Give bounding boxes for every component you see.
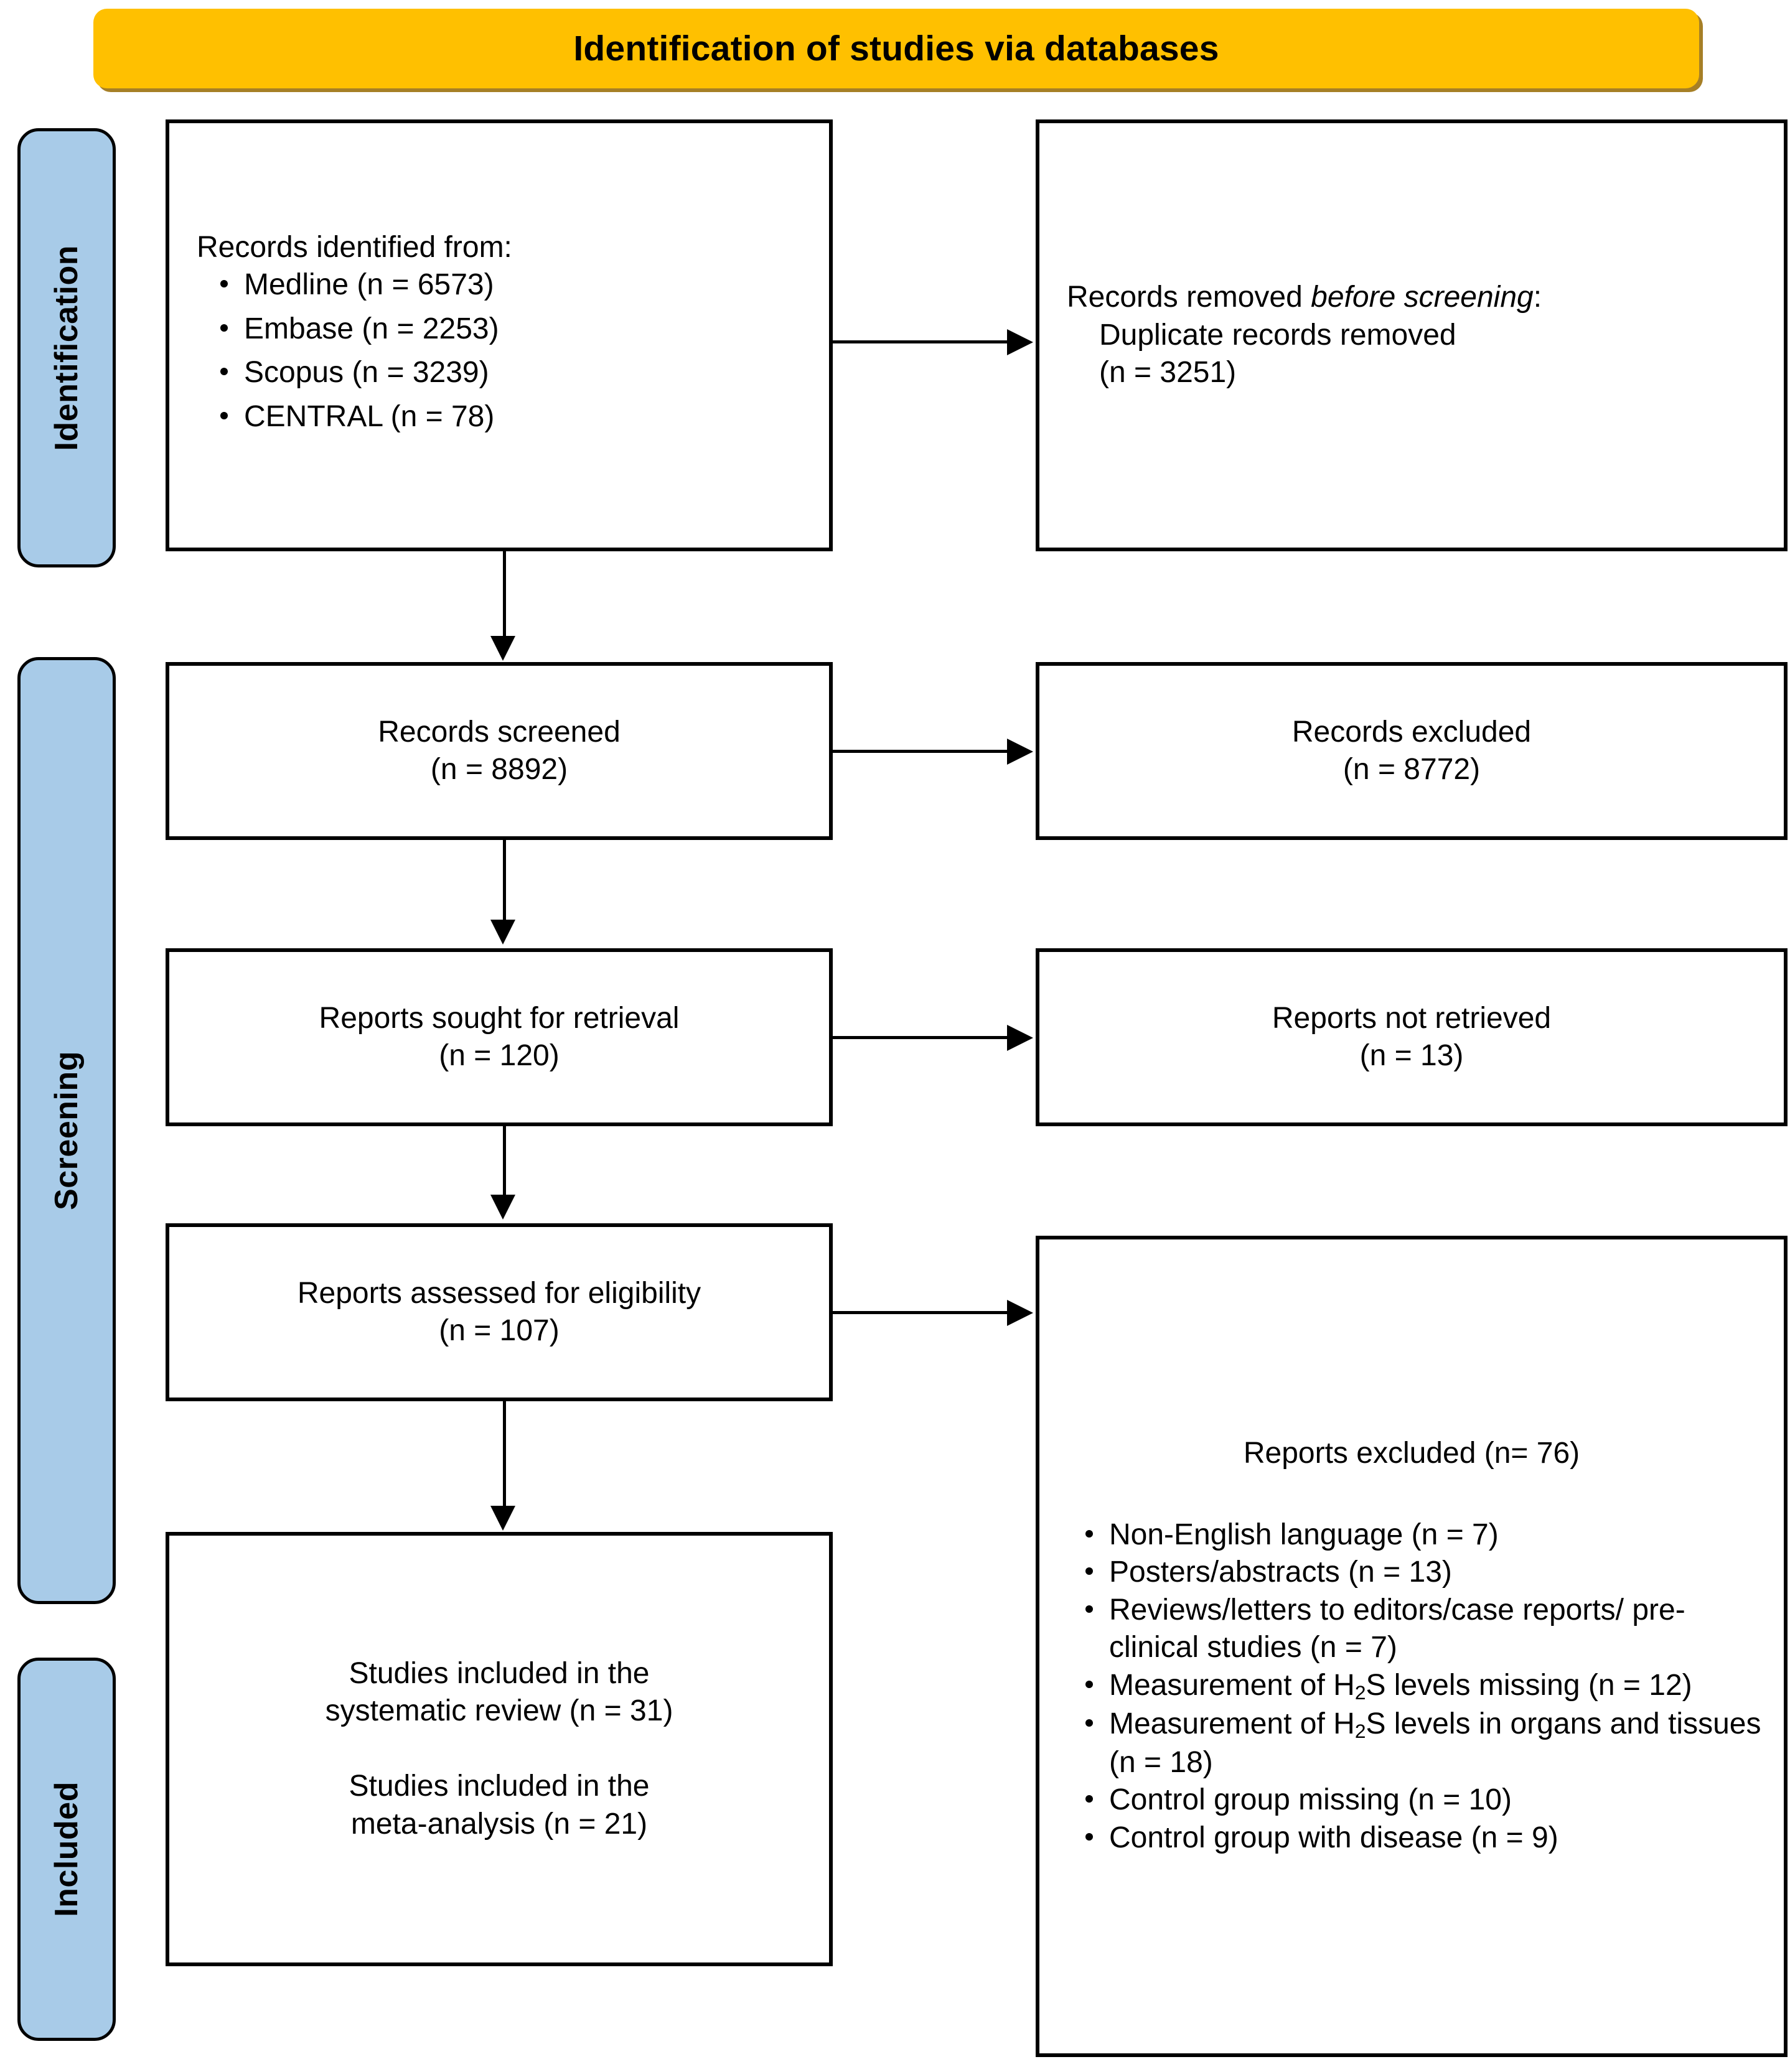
phase-tab-identification: Identification bbox=[17, 128, 116, 567]
phase-tab-identification-label: Identification bbox=[49, 245, 85, 451]
reports-assessed-count: (n = 107) bbox=[439, 1314, 560, 1347]
list-item: Scopus (n = 3239) bbox=[220, 354, 802, 391]
box-studies-included: Studies included in the systematic revie… bbox=[166, 1532, 833, 1966]
records-removed-lead: Records removed bbox=[1067, 281, 1311, 314]
connector-identified-to-removed bbox=[833, 340, 1008, 343]
reports-sought-count: (n = 120) bbox=[439, 1039, 560, 1072]
duplicate-records-removed-label: Duplicate records removed bbox=[1099, 318, 1456, 352]
box-reports-excluded: Reports excluded (n= 76) Non-English lan… bbox=[1036, 1236, 1788, 2057]
reports-excluded-reason-list: Non-English language (n = 7) Posters/abs… bbox=[1062, 1516, 1761, 1857]
spacer bbox=[197, 1730, 802, 1768]
phase-tab-screening-label: Screening bbox=[49, 1051, 85, 1210]
reports-not-retrieved-count: (n = 13) bbox=[1359, 1039, 1464, 1072]
list-item: Control group with disease (n = 9) bbox=[1085, 1819, 1761, 1857]
phase-tab-included: Included bbox=[17, 1658, 116, 2041]
list-item: Control group missing (n = 10) bbox=[1085, 1781, 1761, 1819]
records-screened-label: Records screened bbox=[378, 715, 621, 749]
arrowhead-down-icon bbox=[490, 920, 515, 945]
records-screened-count: (n = 8892) bbox=[430, 753, 568, 786]
reports-excluded-title: Reports excluded (n= 76) bbox=[1243, 1436, 1580, 1470]
box-records-removed-before-screening: Records removed before screening: Duplic… bbox=[1036, 119, 1788, 551]
connector-sought-to-not-retrieved bbox=[833, 1036, 1008, 1039]
list-item: Embase (n = 2253) bbox=[220, 310, 802, 348]
list-item: Non-English language (n = 7) bbox=[1085, 1516, 1761, 1554]
box-records-excluded: Records excluded (n = 8772) bbox=[1036, 662, 1788, 840]
reports-assessed-label: Reports assessed for eligibility bbox=[297, 1276, 701, 1310]
banner-title: Identification of studies via databases bbox=[573, 28, 1219, 68]
records-removed-heading: Records removed before screening: bbox=[1067, 279, 1756, 316]
duplicate-records-removed-count: (n = 3251) bbox=[1099, 356, 1237, 390]
records-excluded-count: (n = 8772) bbox=[1342, 753, 1481, 786]
records-identified-source-list: Medline (n = 6573) Embase (n = 2253) Sco… bbox=[197, 266, 802, 436]
connector-identified-to-screened bbox=[503, 551, 506, 638]
records-removed-colon: : bbox=[1533, 281, 1542, 314]
reports-sought-label: Reports sought for retrieval bbox=[319, 1001, 680, 1035]
list-item: CENTRAL (n = 78) bbox=[220, 398, 802, 436]
connector-screened-to-sought bbox=[503, 840, 506, 922]
list-item: Measurement of H2S levels missing (n = 1… bbox=[1085, 1667, 1761, 1706]
connector-screened-to-records-excluded bbox=[833, 750, 1008, 753]
studies-included-meta-line2: meta-analysis (n = 21) bbox=[350, 1807, 648, 1841]
connector-assessed-to-included bbox=[503, 1401, 506, 1508]
list-item: Measurement of H2S levels in organs and … bbox=[1085, 1706, 1761, 1781]
arrowhead-right-icon bbox=[1007, 329, 1033, 355]
box-records-identified: Records identified from: Medline (n = 65… bbox=[166, 119, 833, 551]
arrowhead-right-icon bbox=[1007, 1300, 1033, 1326]
connector-sought-to-assessed bbox=[503, 1126, 506, 1197]
studies-included-meta-line1: Studies included in the bbox=[349, 1770, 650, 1803]
records-removed-italic: before screening bbox=[1311, 281, 1534, 314]
arrowhead-right-icon bbox=[1007, 739, 1033, 765]
records-excluded-label: Records excluded bbox=[1291, 715, 1532, 749]
studies-included-review-line1: Studies included in the bbox=[349, 1656, 650, 1690]
records-identified-heading: Records identified from: bbox=[197, 230, 512, 264]
box-reports-assessed-for-eligibility: Reports assessed for eligibility (n = 10… bbox=[166, 1223, 833, 1401]
box-reports-sought-for-retrieval: Reports sought for retrieval (n = 120) bbox=[166, 948, 833, 1126]
studies-included-review-line2: systematic review (n = 31) bbox=[325, 1694, 673, 1728]
connector-assessed-to-reports-excluded bbox=[833, 1311, 1008, 1314]
arrowhead-down-icon bbox=[490, 1506, 515, 1531]
box-records-screened: Records screened (n = 8892) bbox=[166, 662, 833, 840]
list-item: Reviews/letters to editors/case reports/… bbox=[1085, 1592, 1761, 1667]
box-reports-not-retrieved: Reports not retrieved (n = 13) bbox=[1036, 948, 1788, 1126]
phase-tab-included-label: Included bbox=[49, 1781, 85, 1917]
arrowhead-down-icon bbox=[490, 636, 515, 661]
arrowhead-right-icon bbox=[1007, 1025, 1033, 1051]
phase-tab-screening: Screening bbox=[17, 657, 116, 1604]
arrowhead-down-icon bbox=[490, 1195, 515, 1220]
list-item: Posters/abstracts (n = 13) bbox=[1085, 1554, 1761, 1591]
diagram-banner: Identification of studies via databases bbox=[93, 9, 1699, 88]
list-item: Medline (n = 6573) bbox=[220, 266, 802, 304]
reports-not-retrieved-label: Reports not retrieved bbox=[1272, 1001, 1552, 1035]
